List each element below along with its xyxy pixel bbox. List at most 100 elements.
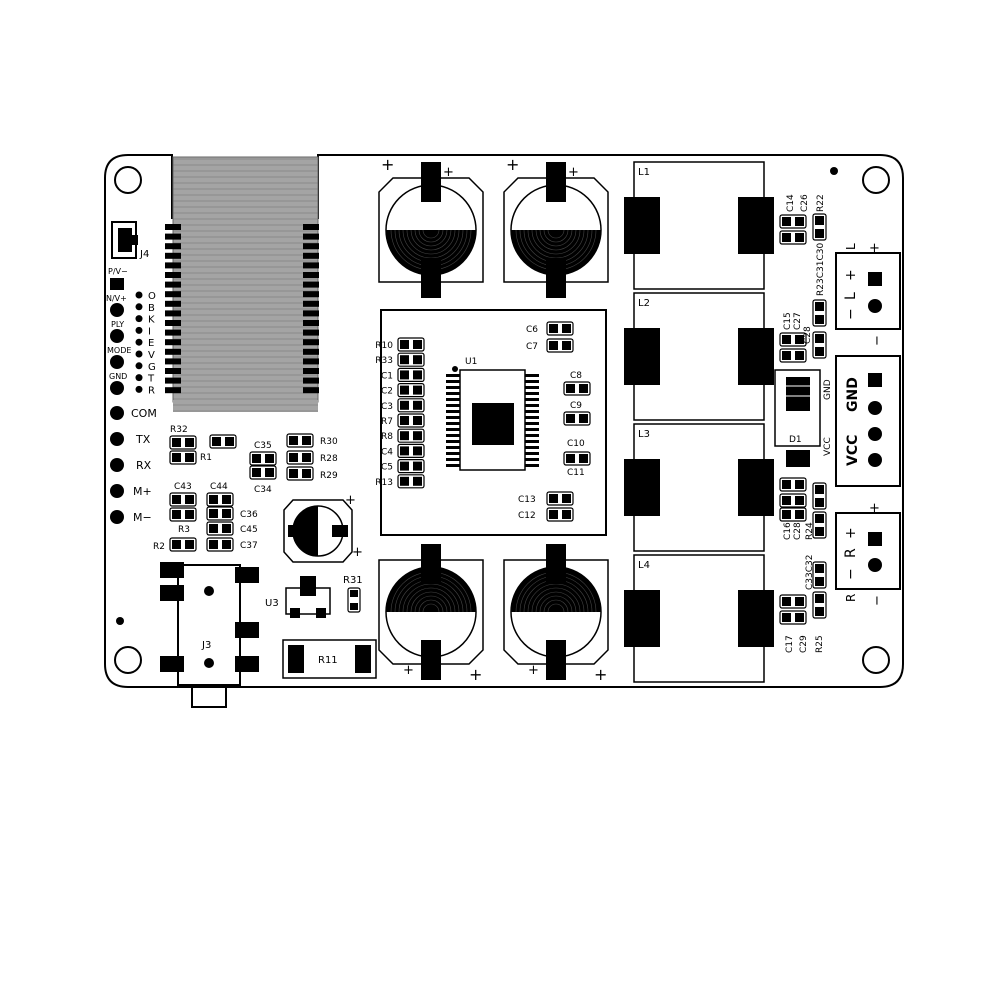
smd-r2 xyxy=(169,537,197,552)
smd-c13 xyxy=(546,491,574,506)
terminal-r-plus: + xyxy=(843,527,859,539)
module-pin xyxy=(165,252,181,259)
polarity-plus: + xyxy=(403,663,414,678)
header-dot xyxy=(135,385,143,393)
label-r7: R7 xyxy=(381,417,393,427)
smd-c31 xyxy=(812,331,827,359)
label-c1: C1 xyxy=(381,371,393,381)
module-pin xyxy=(165,233,181,240)
electrolytic-capacitor: ++ xyxy=(503,544,609,684)
smd-c29 xyxy=(779,610,807,625)
header-dot xyxy=(135,350,143,358)
label-l3: L3 xyxy=(638,429,650,440)
label-c36: C36 xyxy=(240,510,258,520)
edge-label-l: L xyxy=(844,243,858,250)
u1-pin xyxy=(446,452,460,455)
electrolytic-capacitor: ++ xyxy=(378,544,484,684)
label-r10: R10 xyxy=(375,341,393,351)
header-dot xyxy=(135,362,143,370)
smd-r10 xyxy=(397,337,425,352)
column-letter: V xyxy=(148,350,155,361)
u3-regulator: U3 xyxy=(265,576,331,618)
smd-c44 xyxy=(206,492,234,507)
module-pin xyxy=(165,243,181,250)
module-pin xyxy=(303,348,319,355)
label-c33c32: C33C32 xyxy=(805,555,815,590)
u1-pin xyxy=(525,458,539,461)
polarity-plus: + xyxy=(443,165,454,180)
terminal-vcc-label: VCC xyxy=(845,435,861,466)
module-pin xyxy=(303,377,319,384)
u1-pin xyxy=(525,410,539,413)
header-dot xyxy=(135,338,143,346)
column-letter: G xyxy=(148,362,156,373)
smd-r32 xyxy=(169,435,197,450)
label-c35: C35 xyxy=(254,441,272,451)
u1-pin xyxy=(446,464,460,467)
r11-resistor: R11 xyxy=(282,639,377,679)
u1-pin xyxy=(446,380,460,383)
u1-pin xyxy=(446,446,460,449)
u1-pin xyxy=(446,410,460,413)
edge-label-r: R xyxy=(844,594,858,602)
terminal-r-minus: − xyxy=(843,568,859,580)
header-dot xyxy=(135,303,143,311)
label-c37: C37 xyxy=(240,541,258,551)
label-r33: R33 xyxy=(375,356,393,366)
u1-pin xyxy=(525,398,539,401)
smd-c1 xyxy=(397,367,425,382)
mounting-hole-bottom-right xyxy=(862,646,890,674)
terminal-gnd-label: GND xyxy=(845,377,861,412)
smd-r22 xyxy=(812,213,827,241)
u1-pin xyxy=(525,464,539,467)
terminal-l-bottom-minus: − xyxy=(870,335,885,346)
electrolytic-capacitors-bottom: ++++ xyxy=(378,544,609,684)
smd-r30 xyxy=(286,433,314,448)
inductor-l4: L4 xyxy=(624,554,774,683)
label-u1: U1 xyxy=(465,357,477,367)
module-pin xyxy=(165,300,181,307)
d1-diode: D1 GND VCC xyxy=(774,369,833,467)
smd-r7 xyxy=(397,413,425,428)
module-pin xyxy=(165,377,181,384)
label-tx: TX xyxy=(135,433,151,446)
smd-c6 xyxy=(546,321,574,336)
smd-c14 xyxy=(779,214,807,229)
label-r24: R24 xyxy=(805,522,815,540)
label-c43: C43 xyxy=(174,482,192,492)
module-pin xyxy=(165,224,181,230)
label-c12: C12 xyxy=(518,511,536,521)
smd-r24b xyxy=(812,511,827,539)
label-r2: R2 xyxy=(153,542,165,552)
terminal-l-minus: − xyxy=(843,308,859,320)
label-r13: R13 xyxy=(375,478,393,488)
u1-pin xyxy=(525,422,539,425)
module-pin xyxy=(303,300,319,307)
column-letter: K xyxy=(148,315,155,326)
smd-c17 xyxy=(779,594,807,609)
smd-r23 xyxy=(812,299,827,327)
smd-r13 xyxy=(397,474,425,489)
header-dot xyxy=(135,374,143,382)
smd-c7 xyxy=(546,338,574,353)
module-pin xyxy=(303,252,319,259)
label-c26: C26 xyxy=(800,194,810,212)
polarity-plus: + xyxy=(594,665,607,684)
label-rx: RX xyxy=(136,459,152,472)
u1-pin xyxy=(525,428,539,431)
u1-pin xyxy=(446,398,460,401)
smd-r8 xyxy=(397,428,425,443)
u1-pin xyxy=(525,374,539,377)
label-c11: C11 xyxy=(567,468,585,478)
label-c34: C34 xyxy=(254,485,272,495)
smd-c35 xyxy=(249,451,277,466)
label-gnd-small: GND xyxy=(823,379,833,400)
smd-c34 xyxy=(249,465,277,480)
mounting-hole-top-left xyxy=(114,166,142,194)
inductor-l1: L1 xyxy=(624,161,774,290)
terminal-l-top-plus: + xyxy=(869,241,880,256)
